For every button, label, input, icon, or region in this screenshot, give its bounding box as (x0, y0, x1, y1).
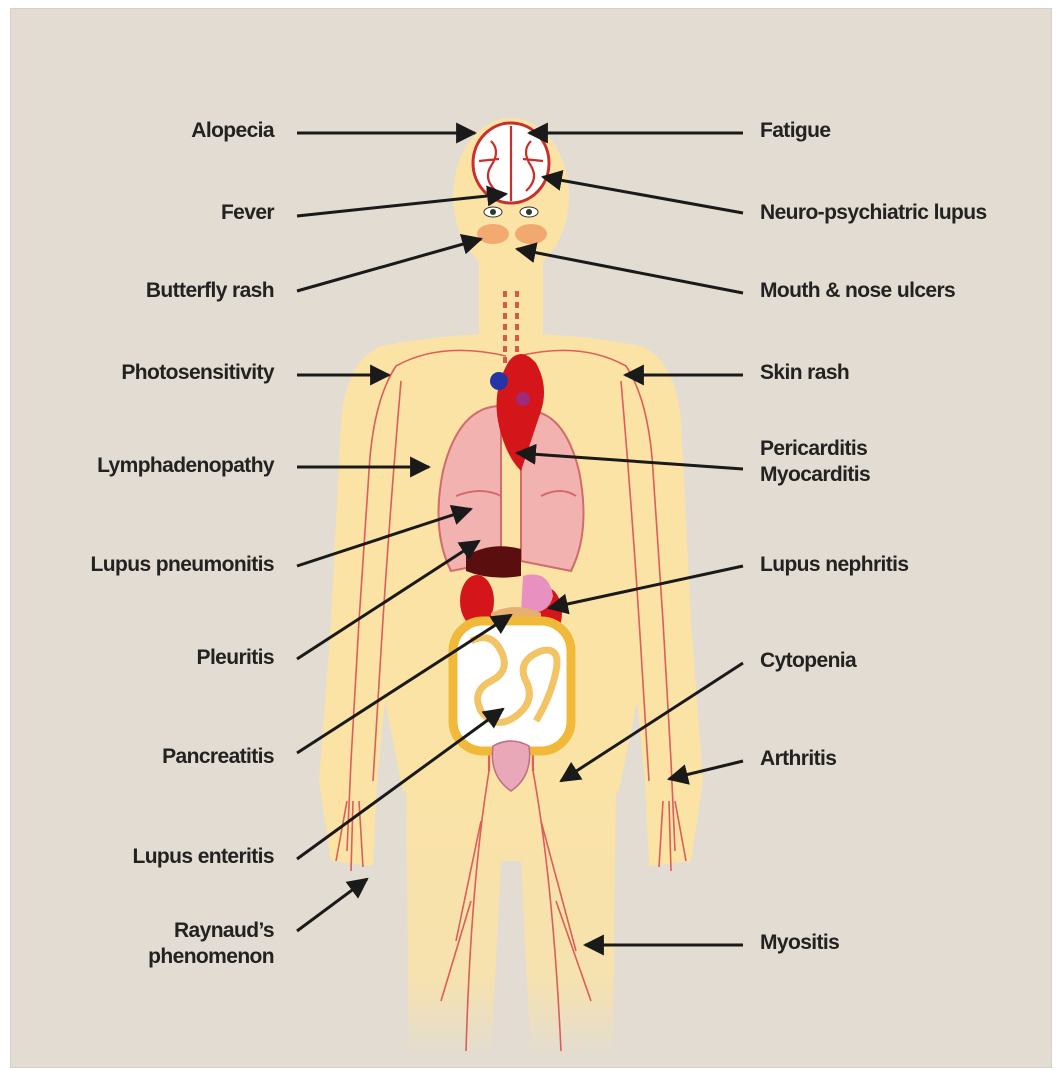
body-diagram (10, 8, 1052, 1068)
label-lupus-nephritis: Lupus nephritis (760, 552, 909, 578)
label-arthritis: Arthritis (760, 746, 836, 772)
label-pericarditis-myocarditis: Pericarditis Myocarditis (760, 436, 870, 488)
label-photosensitivity: Photosensitivity (121, 360, 274, 386)
brain (473, 123, 549, 203)
diagram-canvas (10, 8, 1052, 1068)
label-skin-rash: Skin rash (760, 360, 849, 386)
label-cytopenia: Cytopenia (760, 648, 856, 674)
label-fatigue: Fatigue (760, 118, 830, 144)
label-raynauds-phenomenon: Raynaud’s phenomenon (148, 918, 274, 970)
label-lupus-enteritis: Lupus enteritis (132, 844, 274, 870)
arrow-neuro-psychiatric (543, 177, 743, 213)
label-lymphadenopathy: Lymphadenopathy (97, 453, 274, 479)
label-lupus-pneumonitis: Lupus pneumonitis (91, 552, 274, 578)
arrow-raynauds (297, 879, 367, 931)
label-mouth-nose-ulcers: Mouth & nose ulcers (760, 278, 955, 304)
label-alopecia: Alopecia (191, 118, 274, 144)
label-myositis: Myositis (760, 930, 839, 956)
label-pleuritis: Pleuritis (197, 645, 274, 671)
right-arm (616, 346, 703, 866)
label-fever: Fever (221, 200, 274, 226)
body-silhouette (319, 118, 703, 1061)
legs (406, 781, 616, 1061)
arrow-butterfly-rash (297, 239, 481, 291)
arrow-mouth-nose-ulcers (517, 249, 743, 293)
label-butterfly-rash: Butterfly rash (146, 278, 274, 304)
label-neuro-psychiatric-lupus: Neuro-psychiatric lupus (760, 200, 987, 226)
neck (479, 256, 543, 336)
label-pancreatitis: Pancreatitis (162, 744, 274, 770)
